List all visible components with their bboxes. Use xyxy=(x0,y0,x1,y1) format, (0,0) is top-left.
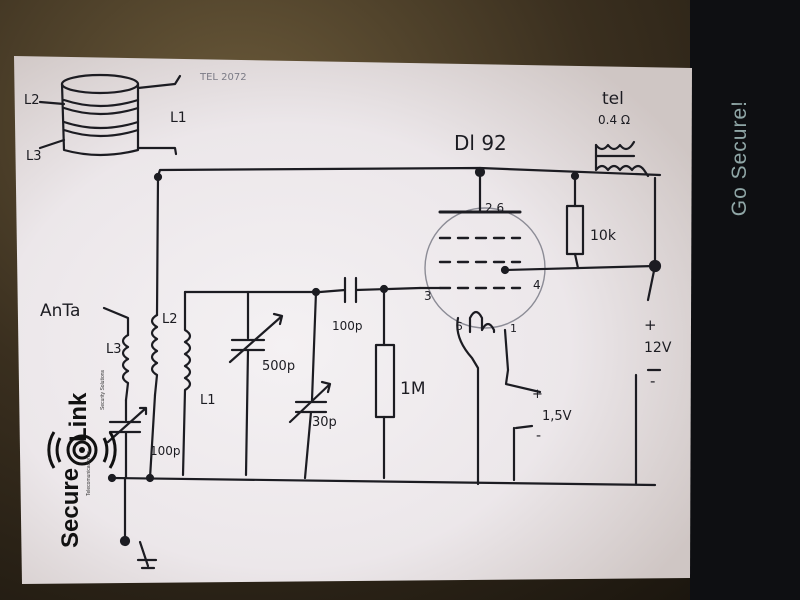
frame-panel xyxy=(690,0,800,600)
capacitor-30p-label: 30p xyxy=(312,415,337,430)
battery-1-5v-plus: + xyxy=(532,387,543,402)
top-rail xyxy=(156,166,662,178)
coil-label-l3-top: L3 xyxy=(26,149,42,164)
capacitor-500p-label: 500p xyxy=(262,359,295,374)
coil-label-l1-top: L1 xyxy=(170,110,187,126)
coil-l1 xyxy=(181,290,192,477)
phones-label: tel xyxy=(602,89,624,109)
capacitor-500p xyxy=(230,290,266,477)
battery-1-5v xyxy=(512,424,534,482)
capacitor-100p-label: 100p xyxy=(332,319,363,333)
battery-1-5v-minus: - xyxy=(536,428,541,444)
resistor-1m-label: 1M xyxy=(400,379,425,399)
battery-1-5v-label: 1,5V xyxy=(542,409,572,424)
coil-label-l2: L2 xyxy=(162,312,178,327)
phones-value: 0.4 Ω xyxy=(598,113,630,127)
logo-link-text: Link xyxy=(65,392,92,442)
capacitor-antenna-label: 100p xyxy=(150,444,181,458)
ground-rail xyxy=(110,476,657,487)
antenna-label: AnTa xyxy=(40,301,80,321)
tube-grids xyxy=(438,236,522,290)
tube-filament xyxy=(468,310,496,334)
battery-12v-minus: - xyxy=(650,372,655,390)
coil-label-l1: L1 xyxy=(200,393,216,408)
pin-label-3: 3 xyxy=(424,289,432,303)
signal-rings-icon xyxy=(47,431,117,469)
secure-link-logo: Link Security Solutions Secure Telecomun… xyxy=(47,369,117,548)
battery-12v-plus: + xyxy=(644,316,657,334)
frame-slogan: Go Secure! xyxy=(728,100,751,217)
coil-label-l3: L3 xyxy=(106,342,122,357)
pin-label-4: 4 xyxy=(533,278,541,292)
schematic-labels: Dl 92 tel 0.4 Ω AnTa L1 L2 L3 TEL 2072 L… xyxy=(24,72,672,458)
earth-symbol xyxy=(136,540,158,570)
coil-label-l2-top: L2 xyxy=(24,93,40,108)
headphone-coil xyxy=(594,143,650,178)
logo-tagline: Security Solutions xyxy=(100,369,106,410)
pin-label-2-6: 2,6 xyxy=(485,201,504,215)
coil-l2 xyxy=(150,313,159,397)
pin-label-1: 1 xyxy=(510,322,517,335)
schematic-drawing xyxy=(38,73,662,570)
logo-tagline-2: Telecomunicaciones xyxy=(86,450,92,496)
battery-12v xyxy=(634,368,662,486)
resistor-10k-label: 10k xyxy=(590,228,617,244)
battery-12v-label: 12V xyxy=(644,340,672,356)
coil-sketch xyxy=(38,73,182,157)
antenna-coil-l3 xyxy=(121,333,130,402)
pin-label-5: 5 xyxy=(456,320,463,333)
tube-label: Dl 92 xyxy=(454,131,507,155)
coil-sketch-note: TEL 2072 xyxy=(199,72,247,83)
logo-secure-text: Secure xyxy=(57,468,84,548)
capacitor-100p-coupling xyxy=(343,276,422,304)
